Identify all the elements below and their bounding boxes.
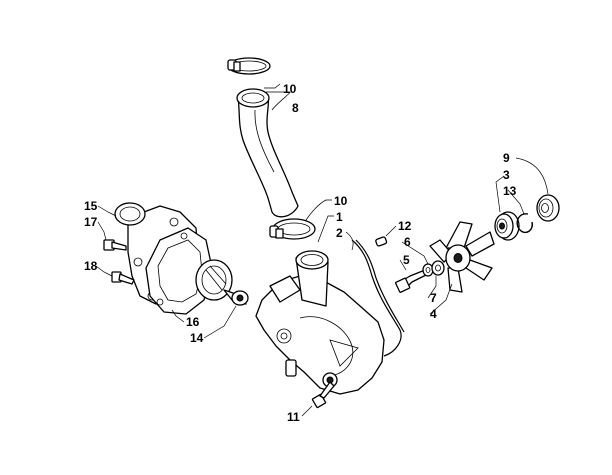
callout-3-seal: 3 [503, 168, 510, 182]
callout-6-washer: 6 [404, 235, 411, 249]
callout-10-lower-clamp: 10 [334, 194, 348, 208]
callout-18-bolt: 18 [84, 259, 98, 273]
oil-seal [536, 194, 560, 222]
drain-bolt [311, 381, 335, 409]
leader-lines [95, 83, 549, 417]
callout-2-o-ring: 2 [336, 226, 343, 240]
callout-8-hose: 8 [292, 101, 299, 115]
mechanical-seal [494, 211, 520, 241]
callout-5-bolt: 5 [403, 253, 410, 267]
callout-10-upper-clamp: 10 [283, 82, 297, 96]
callout-17-bolt: 17 [84, 215, 98, 229]
callout-7-lock-washer: 7 [430, 291, 437, 305]
callout-4-impeller: 4 [430, 307, 437, 321]
hose-clamp-upper [227, 57, 271, 75]
callout-14-thermostat: 14 [190, 331, 204, 345]
dowel-pin [375, 236, 388, 247]
housing-bolt-lower [111, 271, 135, 285]
snap-ring [516, 213, 534, 234]
pump-housing [255, 250, 385, 395]
washer [422, 263, 434, 277]
coolant-hose [236, 88, 299, 218]
callout-11-drain-bolt: 11 [287, 410, 300, 424]
lock-washer [431, 260, 445, 276]
housing-bolt [103, 239, 127, 251]
callout-15-thermostat-housing: 15 [84, 199, 98, 213]
callout-12-pin: 12 [398, 219, 412, 233]
callout-16-gasket: 16 [186, 315, 200, 329]
callout-9-oil-seal: 9 [503, 151, 510, 165]
callout-13-snap-ring: 13 [503, 184, 517, 198]
o-ring [351, 239, 405, 357]
housing-gasket [145, 227, 213, 315]
hose-clamp-lower [269, 218, 316, 240]
thermostat [195, 259, 249, 306]
impeller [429, 221, 495, 293]
callout-1-housing: 1 [336, 210, 343, 224]
